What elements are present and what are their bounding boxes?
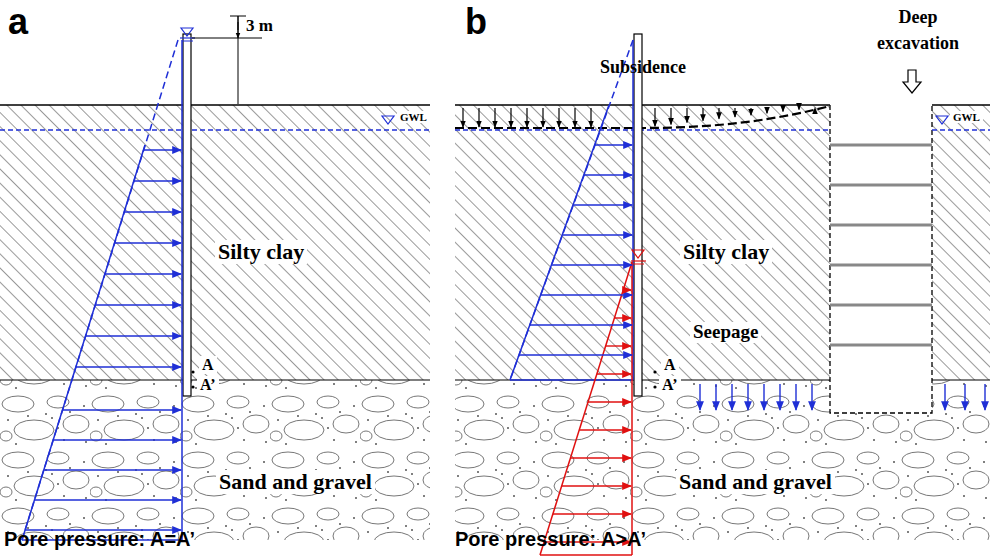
arrow-stroke: [115, 242, 181, 243]
arrow-stroke: [124, 211, 181, 212]
arrow-stroke: [553, 513, 631, 514]
point-label: A: [661, 356, 679, 374]
arrow-stroke: [718, 108, 719, 119]
arrow-stroke: [562, 234, 632, 235]
arrow-stroke: [562, 485, 631, 486]
arrow-stroke: [574, 108, 575, 127]
arrow-stroke: [579, 429, 631, 430]
arrow-stroke: [588, 401, 631, 402]
arrow-stroke: [734, 108, 735, 117]
arrow-stroke: [763, 384, 764, 410]
arrow-stroke: [795, 384, 796, 410]
water-table-label: GWL: [950, 111, 983, 123]
arrow-stroke: [95, 304, 181, 305]
arrow-stroke: [595, 144, 632, 145]
arrow-stroke: [552, 264, 632, 265]
arrow-stroke: [779, 384, 780, 410]
arrow-stroke: [606, 345, 631, 346]
point-label: A’: [197, 376, 219, 394]
arrow-stroke: [964, 384, 965, 410]
process-label: Subsidence: [600, 58, 686, 78]
water-table-label: GWL: [397, 111, 430, 123]
soil-layer-label: Silty clay: [215, 240, 307, 264]
arrow-stroke: [984, 384, 985, 410]
arrow-stroke: [814, 107, 815, 108]
arrow-stroke: [478, 108, 479, 127]
arrow-stroke: [144, 149, 181, 150]
arrow-stroke: [614, 317, 631, 318]
arrow-stroke: [798, 108, 799, 110]
soil-layer-label: Sand and gravel: [216, 470, 375, 494]
arrow-stroke: [702, 108, 703, 121]
arrow-stroke: [542, 108, 543, 127]
caption-label: Pore pressure: A>A’: [455, 528, 646, 550]
arrow-stroke: [782, 108, 783, 111]
point-label: A: [199, 356, 217, 374]
arrow-stroke: [699, 384, 700, 410]
arrow-stroke: [44, 469, 181, 470]
arrow-stroke: [462, 108, 463, 127]
soil-layer-label: Sand and gravel: [676, 470, 835, 494]
panel-letter: a: [8, 2, 28, 42]
arrow-stroke: [766, 108, 767, 113]
arrow-stroke: [494, 108, 495, 127]
arrow-stroke: [558, 108, 559, 127]
arrow-stroke: [623, 289, 631, 290]
arrow-stroke: [731, 384, 732, 410]
arrow-stroke: [530, 324, 632, 325]
arrow-stroke: [590, 108, 591, 127]
arrow-stroke: [63, 409, 181, 410]
point-label: A’: [659, 376, 681, 394]
arrow-stroke: [134, 180, 181, 181]
dimension-label: 3 m: [246, 17, 273, 36]
arrow-stroke: [76, 366, 181, 367]
caption-label: Pore pressure: A=A’: [4, 528, 195, 550]
arrow-stroke: [573, 204, 632, 205]
arrow-stroke: [105, 273, 181, 274]
arrow-stroke: [654, 108, 655, 126]
arrow-stroke: [597, 373, 631, 374]
arrow-stroke: [53, 439, 181, 440]
arrow-stroke: [584, 174, 632, 175]
process-label: Seepage: [690, 322, 761, 343]
arrow-stroke: [944, 384, 945, 410]
panel-letter: b: [465, 2, 487, 42]
arrow-stroke: [750, 108, 751, 115]
arrow-stroke: [86, 335, 181, 336]
arrow-stroke: [811, 384, 812, 410]
arrow-stroke: [686, 108, 687, 123]
soil-layer-label: Silty clay: [680, 240, 772, 264]
arrow-stroke: [526, 108, 527, 127]
arrow-stroke: [519, 354, 632, 355]
arrow-stroke: [670, 108, 671, 124]
arrow-stroke: [510, 108, 511, 127]
arrow-stroke: [715, 384, 716, 410]
arrow-stroke: [747, 384, 748, 410]
arrow-stroke: [570, 457, 631, 458]
arrow-stroke: [541, 294, 632, 295]
arrow-stroke: [34, 499, 181, 500]
process-label: Deep excavation: [858, 4, 978, 56]
